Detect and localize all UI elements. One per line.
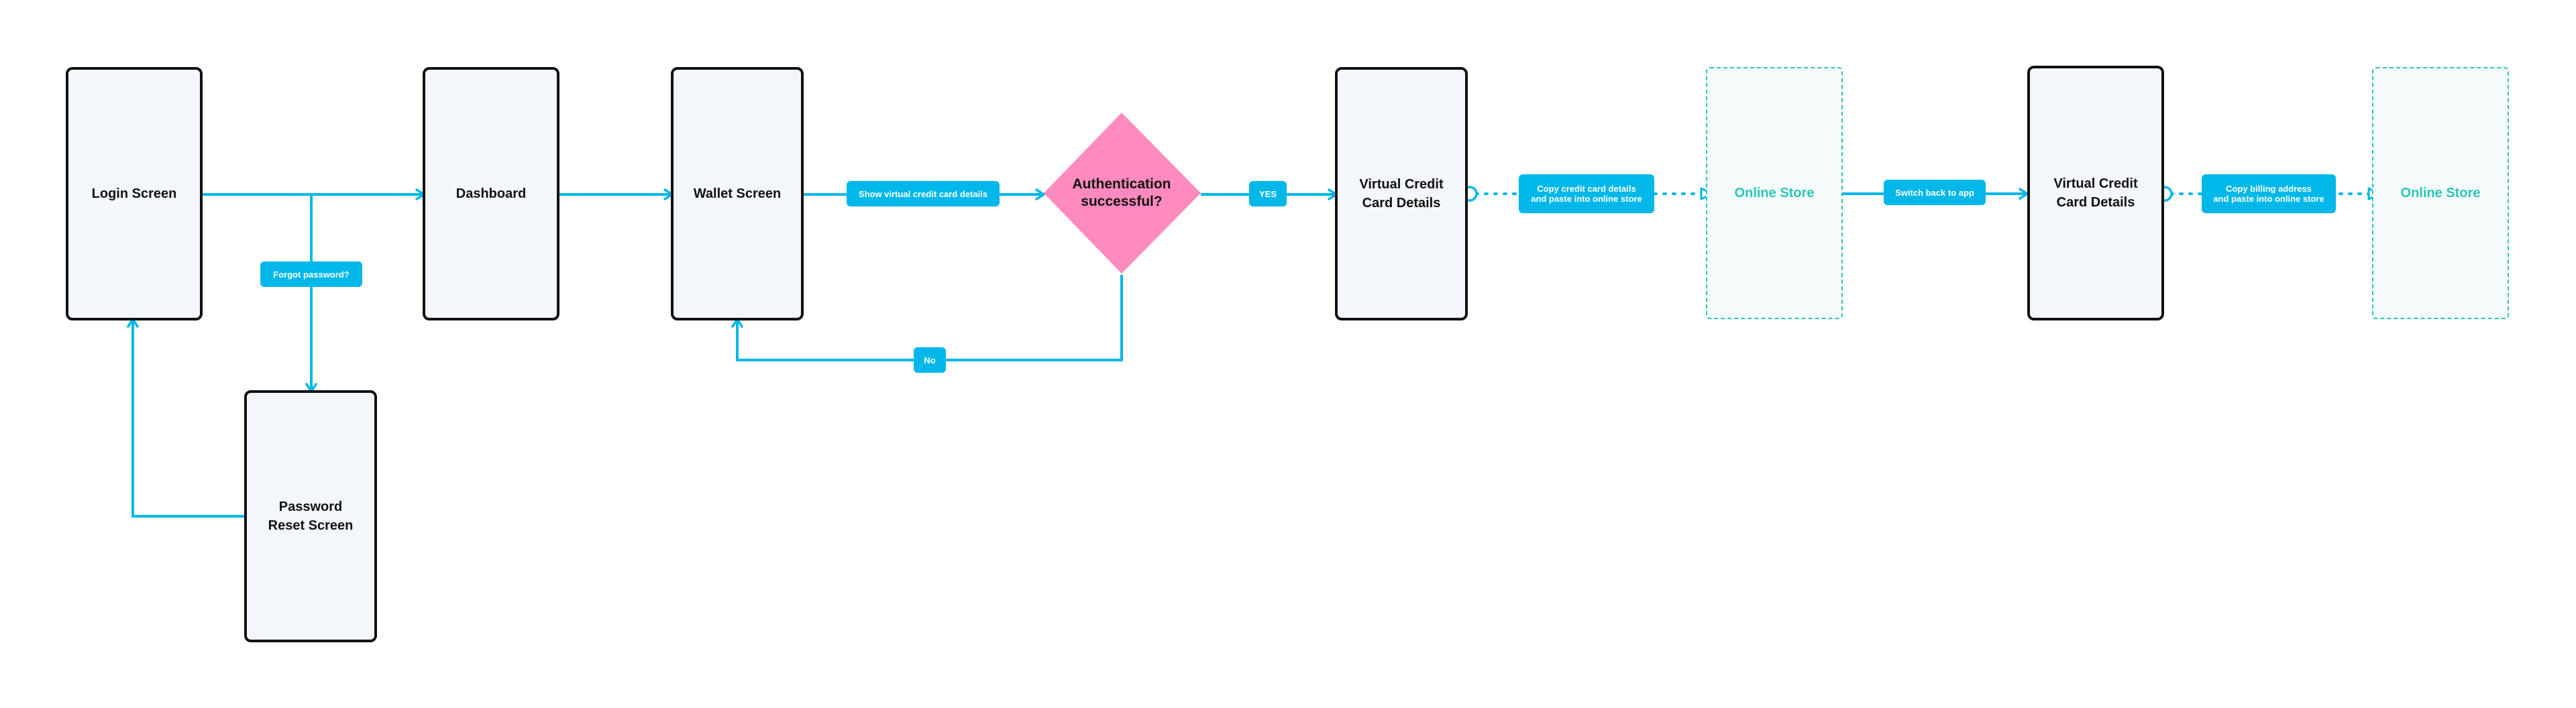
dashboard-node: Dashboard (423, 67, 559, 320)
forgot-password-badge: Forgot password? (260, 261, 362, 287)
virtual-card-label-1: Virtual Credit Card Details (1359, 177, 1444, 211)
copy-billing-badge: Copy billing address and paste into onli… (2202, 174, 2336, 213)
password-reset-label: Password Reset Screen (268, 499, 354, 533)
show-card-details-badge: Show virtual credit card details (847, 181, 1000, 206)
virtual-card-label-2: Virtual Credit Card Details (2053, 176, 2138, 210)
password-reset-node: Password Reset Screen (244, 390, 377, 642)
online-store-node-1: Online Store (1706, 67, 1843, 319)
copy-card-details-badge: Copy credit card details and paste into … (1519, 174, 1654, 213)
virtual-card-node-1: Virtual Credit Card Details (1335, 67, 1468, 320)
decision-diamond (1044, 113, 1201, 274)
decision-label: Authentication successful? (1072, 176, 1171, 209)
online-store-node-2: Online Store (2372, 67, 2509, 319)
switch-back-badge: Switch back to app (1884, 180, 1986, 205)
login-screen-node: Login Screen (66, 67, 203, 320)
dashboard-label: Dashboard (455, 186, 527, 201)
wallet-screen-label: Wallet Screen (693, 186, 782, 201)
wallet-screen-node: Wallet Screen (671, 67, 804, 320)
online-store-label-1: Online Store (1734, 185, 1815, 200)
online-store-label-2: Online Store (2400, 185, 2481, 200)
login-screen-label: Login Screen (91, 186, 177, 201)
yes-badge: YES (1249, 181, 1287, 206)
no-badge: No (914, 347, 946, 373)
edge-password-reset-to-login (127, 318, 246, 518)
virtual-card-node-2: Virtual Credit Card Details (2027, 66, 2164, 320)
